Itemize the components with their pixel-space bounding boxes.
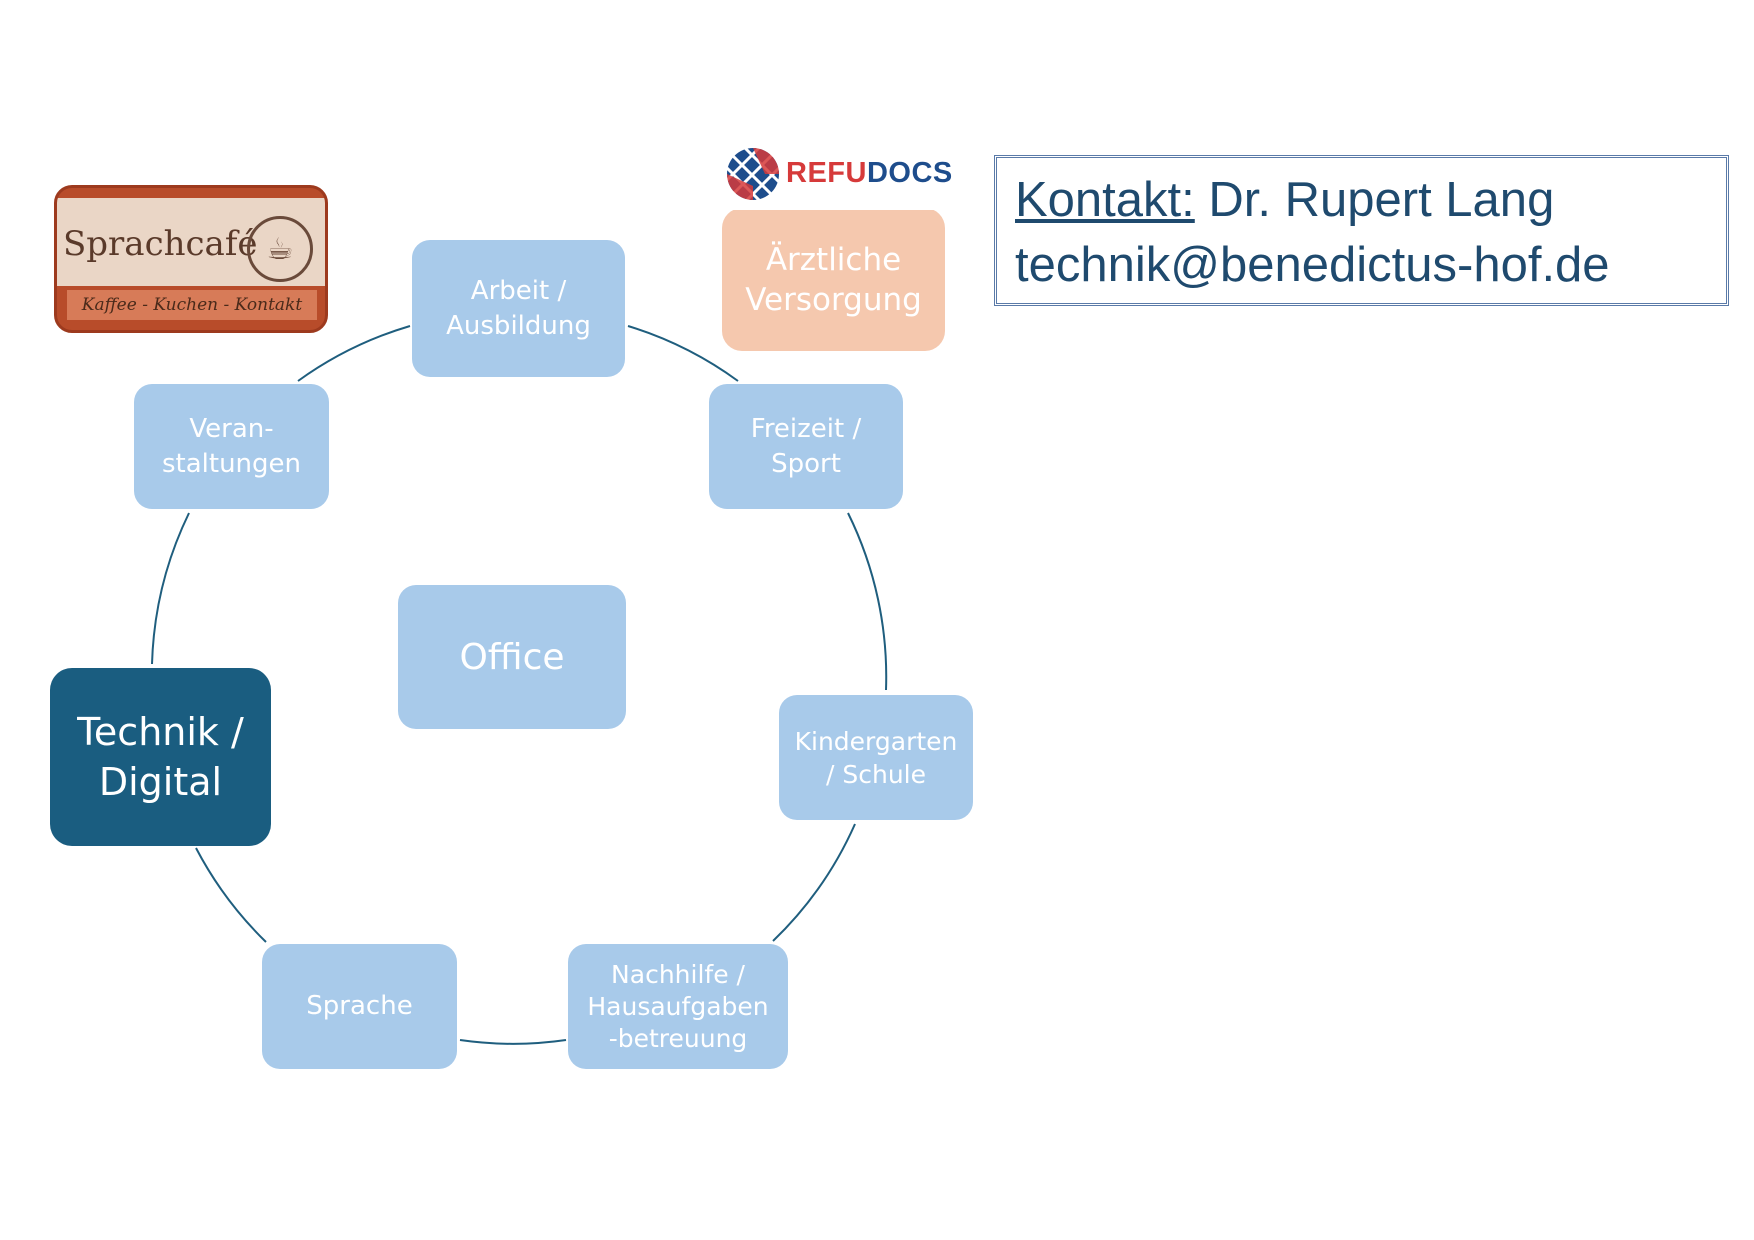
node-freizeit-sport: Freizeit / Sport [709, 384, 903, 509]
sprachcafe-logo: Sprachcafé ☕ Kaffee - Kuchen - Kontakt [54, 185, 328, 333]
sprachcafe-title: Sprachcafé [63, 224, 258, 264]
coffee-cup-icon: ☕ [247, 216, 313, 282]
refudocs-wordmark-red: REFU [786, 157, 867, 189]
globe-icon [725, 146, 781, 202]
contact-line: Kontakt: Dr. Rupert Lang [1015, 168, 1726, 233]
connector-arc [151, 512, 190, 665]
node-technik-digital: Technik / Digital [50, 668, 271, 846]
contact-label: Kontakt: [1015, 173, 1195, 227]
contact-name: Dr. Rupert Lang [1194, 173, 1555, 227]
connector-arc [772, 823, 856, 942]
connector-arc [847, 512, 888, 691]
contact-email[interactable]: technik@benedictus-hof.de [1015, 238, 1610, 292]
node-nachhilfe: Nachhilfe / Hausaufgaben -betreuung [568, 944, 788, 1069]
sprachcafe-header: Sprachcafé ☕ [57, 198, 325, 286]
connector-arc [627, 325, 739, 382]
node-office: Office [398, 585, 626, 729]
refudocs-wordmark: REFUDOCS [786, 157, 953, 190]
refudocs-wordmark-blue: DOCS [866, 157, 953, 189]
refudocs-logo: REFUDOCS [718, 140, 952, 210]
connector-arc [459, 1039, 567, 1045]
node-veranstaltungen: Veran- staltungen [134, 384, 329, 509]
node-aerztliche-versorgung: Ärztliche Versorgung [722, 208, 945, 351]
sprachcafe-tagline: Kaffee - Kuchen - Kontakt [67, 290, 317, 320]
contact-box: Kontakt: Dr. Rupert Lang technik@benedic… [994, 155, 1729, 306]
connector-arc [297, 325, 411, 382]
node-sprache: Sprache [262, 944, 457, 1069]
connector-arc [195, 847, 267, 943]
node-arbeit-ausbildung: Arbeit / Ausbildung [412, 240, 625, 377]
node-kindergarten-schule: Kindergarten / Schule [779, 695, 973, 820]
